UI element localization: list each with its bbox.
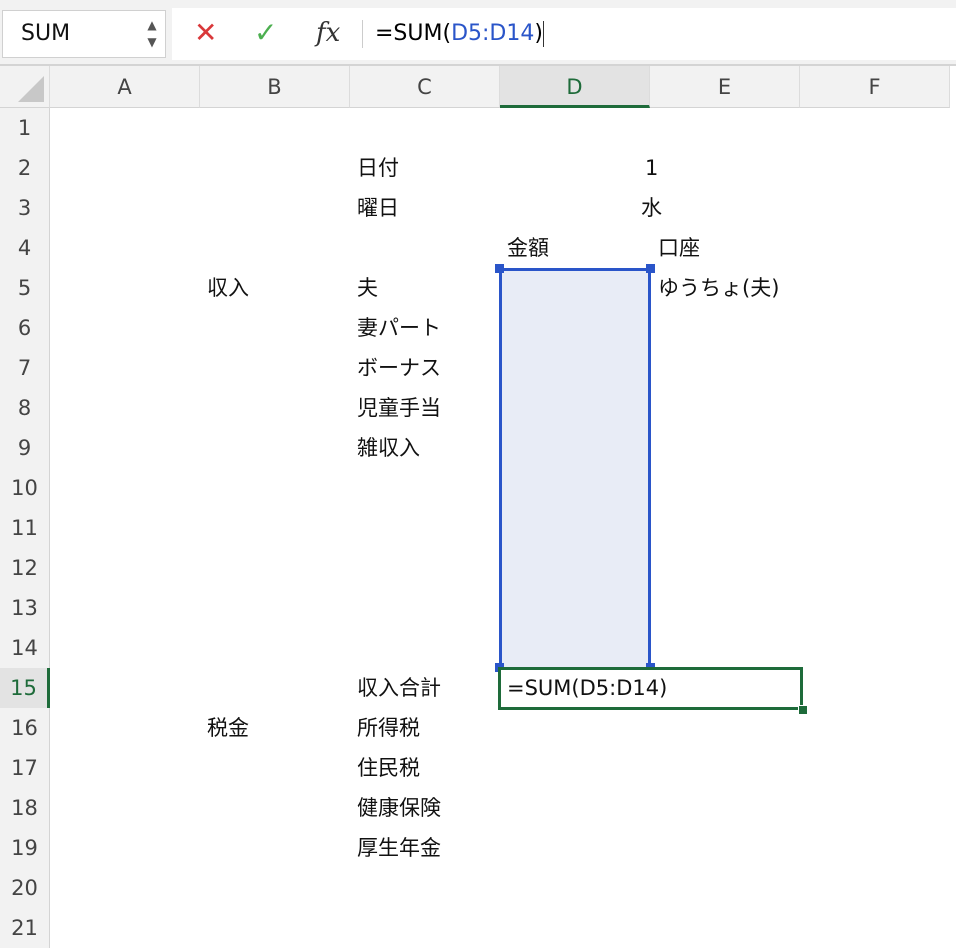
cell-C2[interactable]: 日付 xyxy=(357,156,399,180)
cell-C17[interactable]: 住民税 xyxy=(357,756,420,780)
cell-B16[interactable]: 税金 xyxy=(207,716,249,740)
divider xyxy=(362,20,363,48)
formula-range-ref: D5:D14 xyxy=(451,21,535,46)
cell-E4[interactable]: 口座 xyxy=(658,236,700,260)
formula-text: =SUM(D5:D14) xyxy=(375,8,544,60)
range-handle[interactable] xyxy=(495,264,504,273)
row-header-5[interactable]: 5 xyxy=(0,268,50,308)
column-header-D[interactable]: D xyxy=(500,66,650,108)
formula-suffix: ) xyxy=(534,21,543,46)
cell-D2[interactable]: 1 xyxy=(645,156,659,180)
row-header-10[interactable]: 10 xyxy=(0,468,50,508)
row-header-6[interactable]: 6 xyxy=(0,308,50,348)
fill-handle[interactable] xyxy=(798,705,808,715)
formula-input[interactable]: =SUM(D5:D14) xyxy=(367,8,956,60)
row-header-7[interactable]: 7 xyxy=(0,348,50,388)
cell-E5[interactable]: ゆうちょ(夫) xyxy=(658,276,780,300)
row-header-13[interactable]: 13 xyxy=(0,588,50,628)
row-header-20[interactable]: 20 xyxy=(0,868,50,908)
column-header-E[interactable]: E xyxy=(650,66,800,108)
row-header-21[interactable]: 21 xyxy=(0,908,50,948)
cell-C19[interactable]: 厚生年金 xyxy=(357,836,441,860)
row-header-11[interactable]: 11 xyxy=(0,508,50,548)
row-header-8[interactable]: 8 xyxy=(0,388,50,428)
cell-C7[interactable]: ボーナス xyxy=(357,356,441,380)
column-header-A[interactable]: A xyxy=(50,66,200,108)
cell-D4[interactable]: 金額 xyxy=(507,236,549,260)
row-header-14[interactable]: 14 xyxy=(0,628,50,668)
check-icon[interactable]: ✓ xyxy=(254,16,278,49)
cancel-icon[interactable]: ✕ xyxy=(194,16,218,49)
select-all-corner[interactable] xyxy=(0,66,50,108)
active-cell-formula: =SUM(D5:D14) xyxy=(507,676,668,700)
cell-C6[interactable]: 妻パート xyxy=(357,316,441,340)
column-header-B[interactable]: B xyxy=(200,66,350,108)
row-header-2[interactable]: 2 xyxy=(0,148,50,188)
range-handle[interactable] xyxy=(646,264,655,273)
column-header-F[interactable]: F xyxy=(800,66,950,108)
cell-B5[interactable]: 収入 xyxy=(207,276,249,300)
row-header-12[interactable]: 12 xyxy=(0,548,50,588)
row-header-9[interactable]: 9 xyxy=(0,428,50,468)
cell-C9[interactable]: 雑収入 xyxy=(357,436,420,460)
formula-prefix: =SUM( xyxy=(375,21,452,46)
row-header-1[interactable]: 1 xyxy=(0,108,50,148)
row-header-17[interactable]: 17 xyxy=(0,748,50,788)
name-box[interactable]: SUM ▲▼ xyxy=(2,10,166,58)
text-caret xyxy=(542,21,544,47)
cell-C3[interactable]: 曜日 xyxy=(357,196,399,220)
active-cell-editor[interactable]: =SUM(D5:D14) xyxy=(498,667,803,710)
name-box-spinner[interactable]: ▲▼ xyxy=(147,18,157,49)
cell-D3[interactable]: 水 xyxy=(641,196,662,220)
row-header-4[interactable]: 4 xyxy=(0,228,50,268)
name-box-value: SUM xyxy=(21,21,71,46)
function-icon[interactable]: fx xyxy=(316,18,341,48)
cell-C18[interactable]: 健康保険 xyxy=(357,796,441,820)
formula-buttons: ✕ ✓ fx xyxy=(172,8,367,60)
highlight-range xyxy=(499,268,651,668)
cell-C8[interactable]: 児童手当 xyxy=(357,396,441,420)
row-header-15[interactable]: 15 xyxy=(0,668,50,708)
row-header-3[interactable]: 3 xyxy=(0,188,50,228)
cell-C15[interactable]: 収入合計 xyxy=(357,676,441,700)
row-header-19[interactable]: 19 xyxy=(0,828,50,868)
cell-C16[interactable]: 所得税 xyxy=(357,716,420,740)
formula-bar-area: SUM ▲▼ ✕ ✓ fx =SUM(D5:D14) xyxy=(0,0,956,66)
column-header-C[interactable]: C xyxy=(350,66,500,108)
cell-C5[interactable]: 夫 xyxy=(357,276,378,300)
row-header-16[interactable]: 16 xyxy=(0,708,50,748)
row-header-18[interactable]: 18 xyxy=(0,788,50,828)
